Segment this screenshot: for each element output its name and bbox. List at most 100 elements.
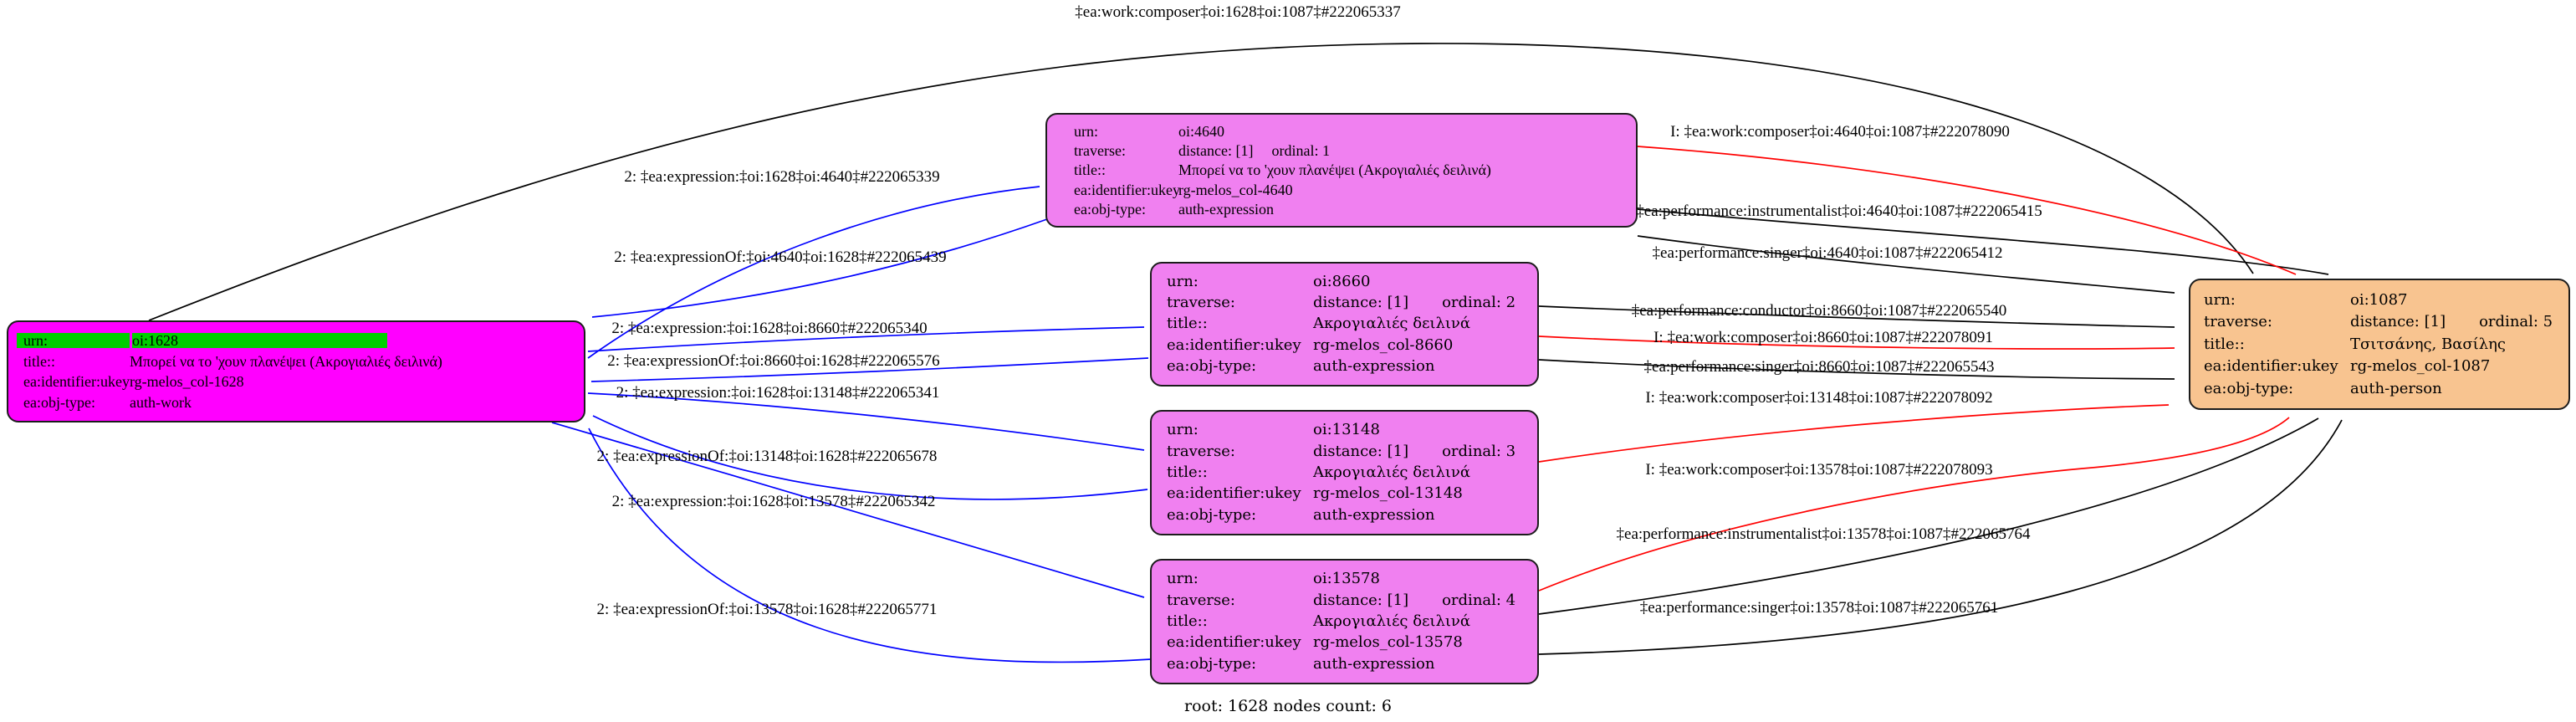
field-value-ukey: rg-melos_col-13578 (1313, 633, 1463, 652)
edge-work-composer-4640-1087 (1637, 146, 2297, 275)
node-row: traverse: distance: [1] ordinal: 4 (1152, 591, 1537, 609)
field-value-objtype: auth-expression (1313, 505, 1435, 524)
field-value-urn: oi:8660 (1313, 273, 1371, 291)
edge-label-expression-1628-8660: 2: ‡ea:expression:‡oi:1628‡oi:8660‡#2220… (611, 320, 928, 337)
node-row: title:: Ακρογιαλιές δειλινά (1152, 613, 1537, 629)
field-key-urn: urn: (1167, 570, 1199, 588)
field-key-title: title:: (1167, 315, 1208, 333)
field-key-title: title:: (1074, 161, 1106, 179)
edge-work-composer-8660-1087 (1538, 335, 2175, 350)
field-value-ukey: rg-melos_col-4640 (1178, 181, 1293, 198)
field-value-objtype: auth-expression (1178, 200, 1274, 218)
field-key-ukey: ea:identifier:ukey (1167, 335, 1301, 354)
field-key-traverse: traverse: (1074, 142, 1126, 160)
node-oi-1087[interactable]: urn: oi:1087 traverse: distance: [1]ordi… (2189, 279, 2570, 410)
node-row: ea:identifier:ukey rg-melos_col-1087 (2190, 359, 2568, 374)
node-row: ea:obj-type: auth-person (2190, 381, 2568, 397)
node-row: ea:identifier:ukey rg-melos_col-1628 (8, 374, 584, 389)
field-value-title: Μπορεί να το 'χουν πλανέψει (Ακρογιαλιές… (130, 352, 442, 370)
edge-label-composer-8660-1087: I: ‡ea:work:composer‡oi:8660‡oi:1087‡#22… (1653, 329, 1993, 346)
node-oi-13148[interactable]: urn: oi:13148 traverse: distance: [1]ord… (1150, 410, 1539, 535)
node-oi-8660[interactable]: urn: oi:8660 traverse: distance: [1]ordi… (1150, 262, 1539, 387)
edge-label-expressionOf-4640-1628: 2: ‡ea:expressionOf:‡oi:4640‡oi:1628‡#22… (614, 248, 947, 266)
edge-expression-1628-13148 (587, 392, 1145, 451)
field-value-ukey: rg-melos_col-1087 (2350, 357, 2491, 375)
node-row: ea:obj-type: auth-expression (1152, 505, 1537, 524)
node-row: traverse: distance: [1] ordinal: 1 (1047, 143, 1636, 158)
node-row: traverse: distance: [1]ordinal: 2 (1152, 295, 1537, 310)
edge-expression-1628-13578 (551, 422, 1145, 598)
field-value-urn: oi:13148 (1313, 421, 1380, 439)
field-key-traverse: traverse: (1167, 294, 1235, 312)
field-key-traverse: traverse: (2204, 313, 2272, 330)
field-key-objtype: ea:obj-type: (1167, 505, 1257, 524)
field-value-title: Τσιτσάνης, Βασίλης (2350, 335, 2507, 353)
edge-work-composer-13578-1087 (1538, 417, 2290, 591)
field-value-ordinal: ordinal: 4 (1442, 591, 1516, 609)
field-value-urn: oi:4640 (1178, 123, 1225, 141)
field-value-distance: distance: [1] (1178, 142, 1254, 160)
field-key-urn: urn: (1167, 421, 1199, 439)
edge-expressionOf-8660-1628 (590, 357, 1149, 382)
field-value-objtype: auth-work (130, 394, 192, 412)
field-value-ukey: rg-melos_col-13148 (1313, 484, 1463, 503)
graph-caption: root: 1628 nodes count: 6 (1183, 697, 1393, 715)
field-value-title: Μπορεί να το 'χουν πλανέψει (Ακρογιαλιές… (1178, 161, 1491, 179)
field-value-objtype: auth-expression (1313, 654, 1435, 673)
field-value-distance: distance: [1] (1313, 294, 1409, 312)
edge-label-singer-13578-1087: ‡ea:performance:singer‡oi:13578‡oi:1087‡… (1639, 599, 1999, 617)
field-value-title: Ακρογιαλιές δειλινά (1313, 315, 1471, 333)
field-key-traverse: traverse: (1167, 442, 1235, 460)
edge-expressionOf-13578-1628 (588, 428, 1152, 663)
node-row: ea:obj-type: auth-expression (1047, 202, 1636, 217)
edge-expressionOf-13148-1628 (592, 415, 1148, 500)
field-key-title: title:: (2204, 335, 2245, 353)
edge-label-singer-4640-1087: ‡ea:performance:singer‡oi:4640‡oi:1087‡#… (1652, 244, 2003, 262)
field-value-urn: oi:1628 (132, 332, 387, 348)
field-key-ukey: ea:identifier:ukey (23, 373, 130, 391)
field-key-objtype: ea:obj-type: (1167, 654, 1257, 673)
field-key-objtype: ea:obj-type: (1167, 356, 1257, 375)
edge-performance-instrumentalist-4640-1087 (1637, 208, 2329, 275)
edge-label-conductor-8660-1087: ‡ea:performance:conductor‡oi:8660‡oi:108… (1631, 302, 2007, 320)
node-oi-4640[interactable]: urn: oi:4640 traverse: distance: [1]ordi… (1045, 113, 1638, 228)
edge-performance-singer-8660-1087 (1538, 359, 2175, 380)
field-key-traverse: traverse: (1167, 591, 1235, 609)
field-key-ukey: ea:identifier:ukey (1167, 633, 1301, 652)
node-row: ea:identifier:ukey rg-melos_col-8660 (1152, 335, 1537, 354)
field-key-urn: urn: (1167, 273, 1199, 291)
node-row: ea:identifier:ukey rg-melos_col-4640 (1047, 182, 1636, 197)
edge-performance-conductor-8660-1087 (1538, 305, 2175, 328)
edge-label-expressionOf-8660-1628: 2: ‡ea:expressionOf:‡oi:8660‡oi:1628‡#22… (607, 352, 940, 370)
field-value-ordinal: ordinal: 1 (1271, 142, 1330, 160)
node-row: ea:obj-type: auth-expression (1152, 654, 1537, 673)
edge-label-instrumentalist-13578-1087: ‡ea:performance:instrumentalist‡oi:13578… (1616, 525, 2031, 543)
node-oi-1628[interactable]: urn: oi:1628 title:: Μπορεί να το 'χουν … (7, 320, 585, 422)
node-row: title:: Τσιτσάνης, Βασίλης (2190, 335, 2568, 353)
field-value-ordinal: ordinal: 5 (2479, 313, 2553, 330)
node-oi-13578[interactable]: urn: oi:13578 traverse: distance: [1] ord… (1150, 559, 1539, 684)
edge-performance-instrumentalist-13578-1087 (1538, 417, 2319, 615)
edge-work-composer-1628-1087 (148, 43, 2254, 321)
edge-label-expressionOf-13578-1628: 2: ‡ea:expressionOf:‡oi:13578‡oi:1628‡#2… (596, 601, 938, 618)
node-row: title:: Ακρογιαλιές δειλινά (1152, 316, 1537, 331)
node-row: ea:obj-type: auth-work (8, 395, 584, 410)
node-row: urn: oi:13578 (1152, 571, 1537, 586)
edge-label-expression-1628-4640: 2: ‡ea:expression:‡oi:1628‡oi:4640‡#2220… (624, 168, 940, 186)
node-row: ea:identifier:ukey rg-melos_col-13578 (1152, 635, 1537, 650)
edge-label-composer-4640-1087: I: ‡ea:work:composer‡oi:4640‡oi:1087‡#22… (1670, 123, 2010, 141)
edge-label-composer-13148-1087: I: ‡ea:work:composer‡oi:13148‡oi:1087‡#2… (1645, 389, 1993, 407)
node-row: ea:obj-type: auth-expression (1152, 356, 1537, 375)
edge-label-composer-1628-1087: ‡ea:work:composer‡oi:1628‡oi:1087‡#22206… (1075, 3, 1401, 21)
field-value-distance: distance: [1] (1313, 591, 1409, 609)
edge-expression-1628-4640 (587, 186, 1040, 359)
field-key-title: title:: (23, 352, 55, 370)
field-key-urn: urn: (17, 332, 130, 348)
field-key-objtype: ea:obj-type: (23, 394, 95, 412)
node-row: ea:identifier:ukey rg-melos_col-13148 (1152, 486, 1537, 501)
field-key-ukey: ea:identifier:ukey (1074, 181, 1180, 198)
field-value-objtype: auth-person (2350, 379, 2442, 397)
edge-label-expressionOf-13148-1628: 2: ‡ea:expressionOf:‡oi:13148‡oi:1628‡#2… (596, 448, 938, 465)
